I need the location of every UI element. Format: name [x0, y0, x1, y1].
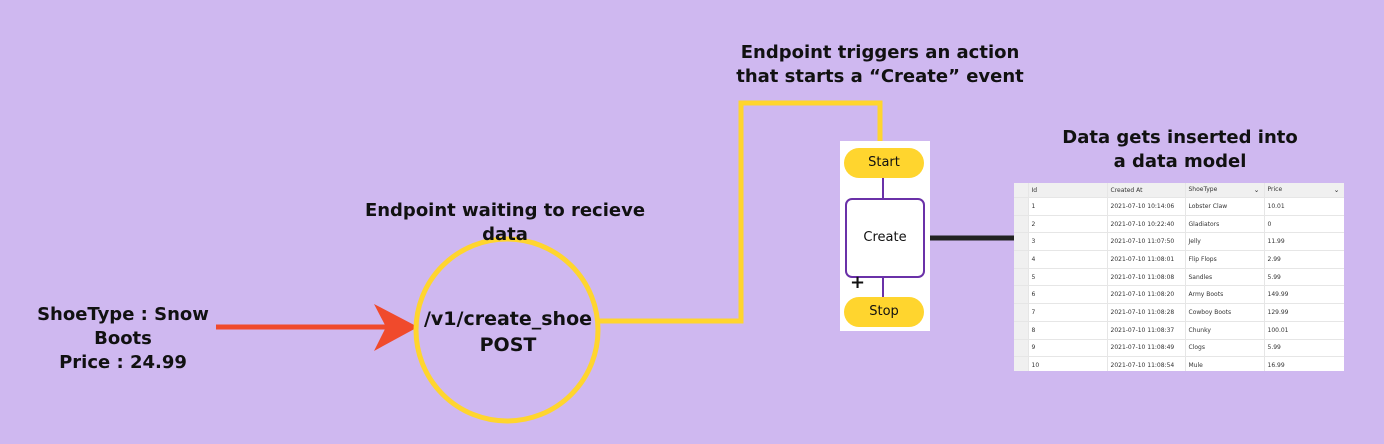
trigger-caption-line1: Endpoint triggers an action	[740, 42, 1020, 63]
cell-id[interactable]: 4	[1028, 250, 1108, 269]
cell-shoetype[interactable]: Chunky	[1185, 321, 1265, 340]
cell-price[interactable]: 16.99	[1264, 356, 1344, 371]
cell-shoetype[interactable]: Flip Flops	[1185, 250, 1265, 269]
column-header-created-at[interactable]: Created At	[1107, 183, 1186, 198]
row-gutter[interactable]	[1014, 285, 1029, 305]
column-header-price[interactable]: Price ⌄	[1264, 183, 1344, 198]
cell-id[interactable]: 5	[1028, 268, 1108, 287]
cell-id[interactable]: 7	[1028, 303, 1108, 322]
cell-shoetype[interactable]: Cowboy Boots	[1185, 303, 1265, 322]
flow-start-node[interactable]: Start	[844, 148, 924, 178]
action-flow-panel: Start Create + Stop	[840, 141, 930, 331]
payload-shoetype: ShoeType : Snow Boots	[37, 304, 209, 349]
cell-created-at[interactable]: 2021-07-10 11:07:50	[1107, 232, 1186, 252]
flow-line-bottom	[882, 276, 884, 297]
cell-id[interactable]: 2	[1028, 215, 1108, 234]
cell-shoetype[interactable]: Army Boots	[1185, 285, 1265, 305]
endpoint-label: /v1/create_shoe POST	[416, 306, 600, 358]
row-gutter[interactable]	[1014, 356, 1029, 371]
cell-created-at[interactable]: 2021-07-10 11:08:28	[1107, 303, 1186, 322]
cell-shoetype[interactable]: Sandles	[1185, 268, 1265, 287]
cell-shoetype[interactable]: Clogs	[1185, 339, 1265, 358]
cell-price[interactable]: 0	[1264, 215, 1344, 234]
cell-shoetype[interactable]: Mule	[1185, 356, 1265, 371]
endpoint-caption: Endpoint waiting to recieve data	[364, 200, 646, 245]
cell-id[interactable]: 1	[1028, 197, 1108, 216]
data-caption-line2: a data model	[1113, 151, 1247, 172]
cell-id[interactable]: 8	[1028, 321, 1108, 340]
row-gutter[interactable]	[1014, 339, 1029, 358]
cell-created-at[interactable]: 2021-07-10 11:08:49	[1107, 339, 1186, 358]
payload-price: Price : 24.99	[59, 352, 187, 373]
cell-price[interactable]: 2.99	[1264, 250, 1344, 269]
endpoint-circle	[413, 236, 601, 424]
cell-created-at[interactable]: 2021-07-10 11:08:37	[1107, 321, 1186, 340]
table-header-row: Id Created At ShoeType ⌄ Price ⌄	[1014, 183, 1344, 198]
cell-shoetype[interactable]: Jelly	[1185, 232, 1265, 252]
cell-price[interactable]: 5.99	[1264, 339, 1344, 358]
row-gutter[interactable]	[1014, 268, 1029, 287]
row-gutter[interactable]	[1014, 215, 1029, 234]
cell-created-at[interactable]: 2021-07-10 11:08:20	[1107, 285, 1186, 305]
column-header-shoetype[interactable]: ShoeType ⌄	[1185, 183, 1265, 198]
data-model-caption: Data gets inserted into a data model	[1040, 126, 1320, 174]
cell-price[interactable]: 10.01	[1264, 197, 1344, 216]
cell-created-at[interactable]: 2021-07-10 10:14:06	[1107, 197, 1186, 216]
row-gutter[interactable]	[1014, 197, 1029, 216]
column-header-id[interactable]: Id	[1028, 183, 1108, 198]
cell-created-at[interactable]: 2021-07-10 10:22:40	[1107, 215, 1186, 234]
flow-stop-node[interactable]: Stop	[844, 297, 924, 327]
cell-price[interactable]: 149.99	[1264, 285, 1344, 305]
trigger-caption-line2: that starts a “Create” event	[736, 66, 1024, 87]
cell-created-at[interactable]: 2021-07-10 11:08:54	[1107, 356, 1186, 371]
cell-created-at[interactable]: 2021-07-10 11:08:01	[1107, 250, 1186, 269]
cell-price[interactable]: 5.99	[1264, 268, 1344, 287]
cell-shoetype[interactable]: Gladiators	[1185, 215, 1265, 234]
cell-id[interactable]: 3	[1028, 232, 1108, 252]
cell-price[interactable]: 129.99	[1264, 303, 1344, 322]
cell-price[interactable]: 100.01	[1264, 321, 1344, 340]
data-caption-line1: Data gets inserted into	[1062, 127, 1298, 148]
chevron-down-icon[interactable]: ⌄	[1253, 186, 1260, 194]
flow-create-node[interactable]: Create	[845, 198, 925, 278]
shoetype-header-label: ShoeType	[1188, 186, 1218, 193]
row-gutter[interactable]	[1014, 250, 1029, 269]
trigger-caption: Endpoint triggers an action that starts …	[735, 41, 1025, 89]
endpoint-path: /v1/create_shoe	[423, 308, 593, 330]
cell-created-at[interactable]: 2021-07-10 11:08:08	[1107, 268, 1186, 287]
row-gutter[interactable]	[1014, 303, 1029, 322]
cell-shoetype[interactable]: Lobster Claw	[1185, 197, 1265, 216]
cell-id[interactable]: 6	[1028, 285, 1108, 305]
cell-price[interactable]: 11.99	[1264, 232, 1344, 252]
row-gutter[interactable]	[1014, 321, 1029, 340]
endpoint-method: POST	[479, 334, 537, 356]
row-gutter-header	[1014, 183, 1029, 198]
flow-line-top	[882, 177, 884, 198]
add-step-button[interactable]: +	[850, 272, 866, 293]
endpoint-to-flow-wire	[598, 100, 883, 324]
chevron-down-icon[interactable]: ⌄	[1333, 186, 1340, 194]
row-gutter[interactable]	[1014, 232, 1029, 252]
input-arrow-head	[374, 304, 418, 351]
price-header-label: Price	[1267, 186, 1283, 193]
input-payload: ShoeType : Snow Boots Price : 24.99	[8, 303, 238, 375]
cell-id[interactable]: 10	[1028, 356, 1108, 371]
cell-id[interactable]: 9	[1028, 339, 1108, 358]
